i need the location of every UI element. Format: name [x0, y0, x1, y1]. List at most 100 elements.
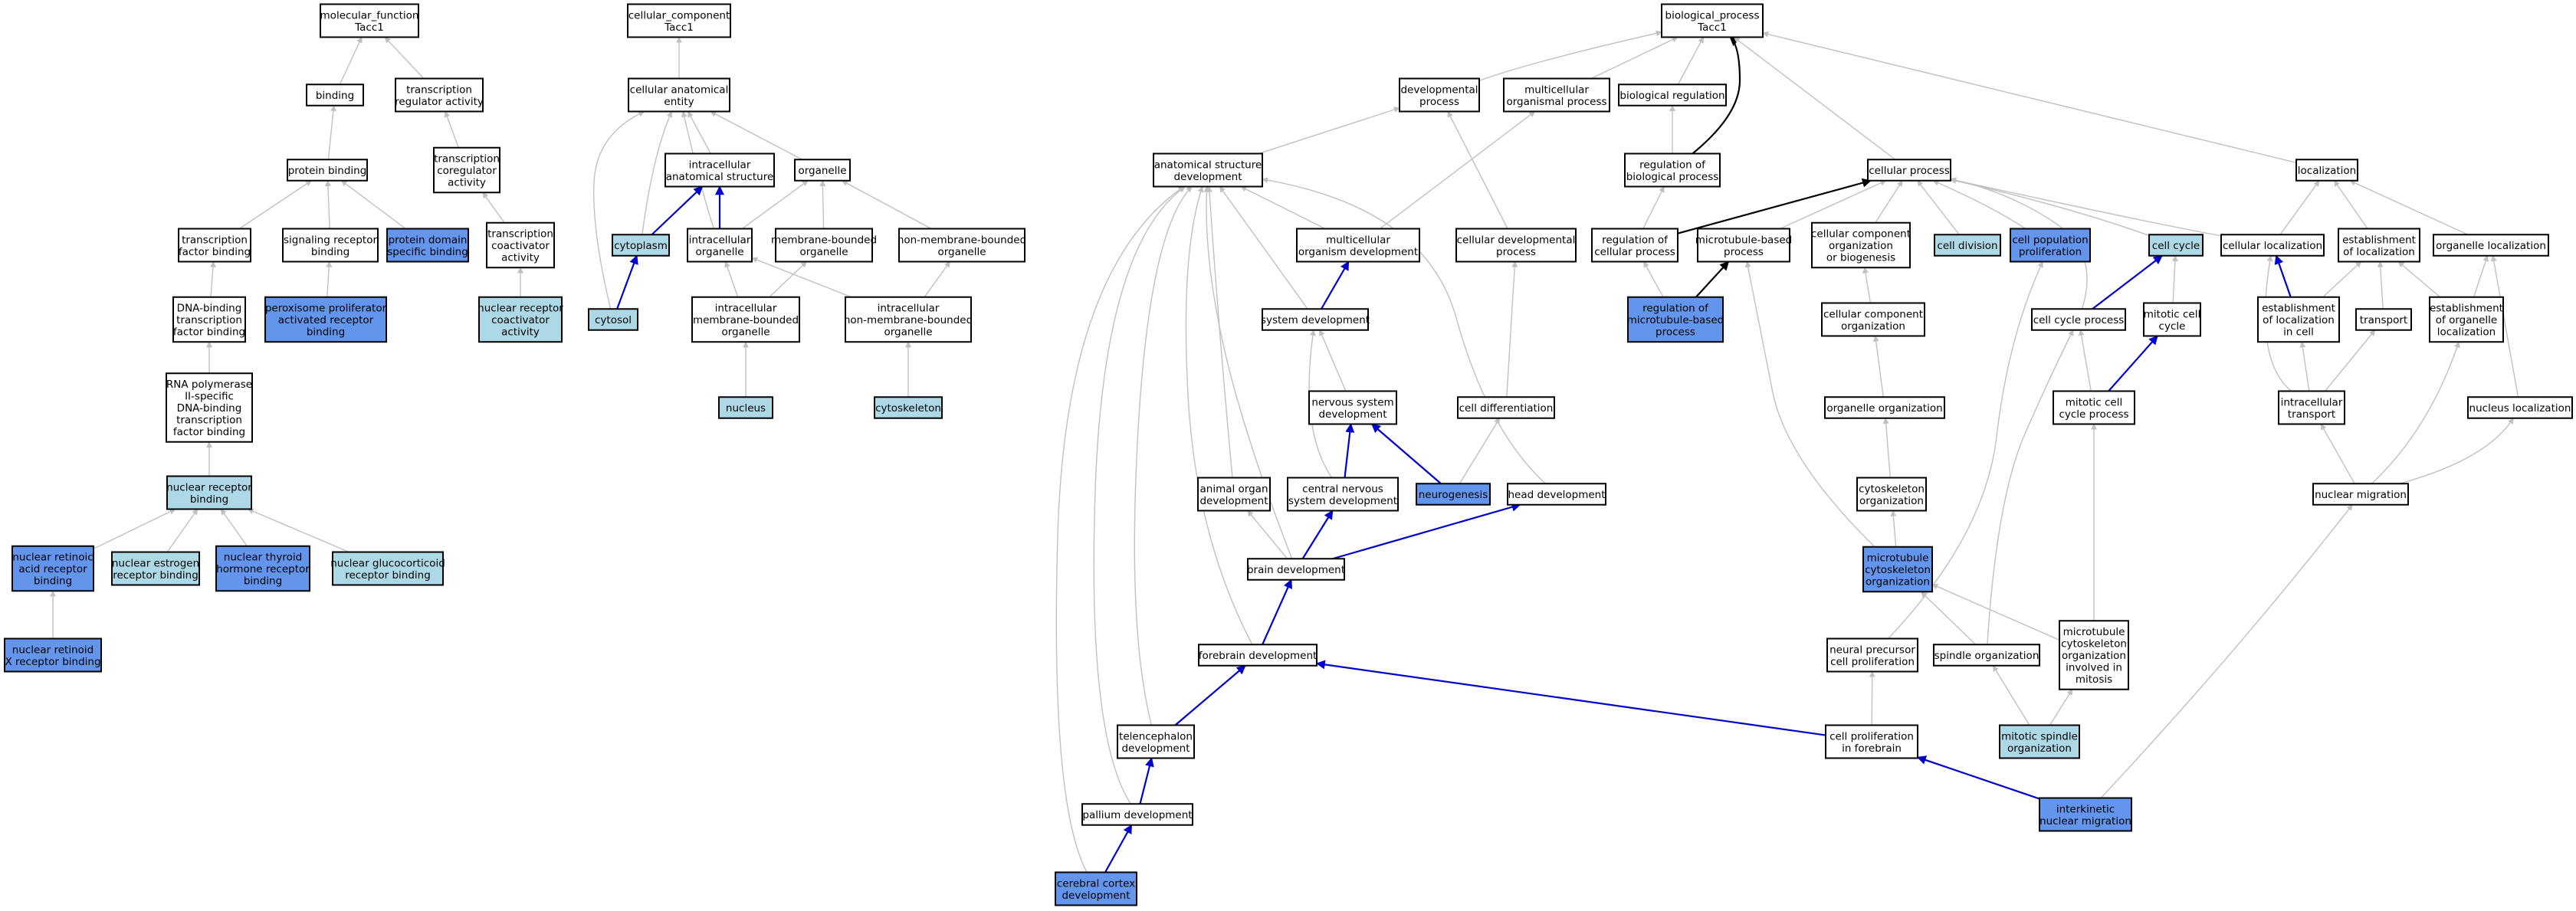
edge-aod-to-asd — [1206, 185, 1233, 478]
edge-orgloc-to-localization — [2349, 180, 2469, 235]
node-label-line: regulation of — [1639, 159, 1706, 171]
node-label-line: development — [1318, 408, 1386, 421]
node-box — [332, 551, 444, 586]
edge-mcc-to-cellcycle — [2171, 254, 2178, 303]
go-term-node-orgloc: organelle localization — [2433, 234, 2549, 257]
node-label-line: mitotic cell — [2066, 396, 2122, 408]
go-term-node-nucloc: nucleus localization — [2467, 396, 2573, 419]
edge-mtco-to-cytoorg — [1890, 510, 1897, 547]
node-box — [1934, 234, 2001, 257]
node-label-line: receptor binding — [345, 569, 431, 582]
node-label-line: peroxisome proliferator — [265, 303, 387, 315]
edge-intorg-to-organelle — [741, 180, 809, 230]
node-box — [691, 296, 800, 343]
edge-estloc-to-localization — [2333, 180, 2368, 229]
node-label-line: cellular process — [1594, 246, 1675, 258]
node-label-line: regulation of — [1642, 303, 1709, 315]
node-label-line: multicellular — [1326, 234, 1390, 246]
node-label-line: transcription — [434, 153, 500, 165]
node-box — [1262, 308, 1369, 331]
node-label-line: in cell — [2283, 326, 2314, 339]
edge-mso-to-mtcoim — [2049, 689, 2073, 726]
go-term-node-cellcycle: cell cycle — [2148, 234, 2204, 257]
node-label-line: microtubule-based — [1627, 314, 1724, 326]
node-box — [2278, 390, 2345, 425]
node-label-line: intracellular — [878, 303, 940, 315]
edge-estorgloc-to-orgloc — [2473, 254, 2489, 297]
node-label-line: cytoskeleton — [2061, 638, 2127, 650]
node-label-line: or biogenesis — [1826, 252, 1895, 264]
node-label-line: non-membrane-bounded — [897, 234, 1026, 246]
node-box — [166, 372, 253, 443]
node-label-line: molecular_function — [320, 9, 419, 21]
node-box — [612, 234, 670, 257]
edge-cytosol-to-cytoplasm — [616, 254, 638, 310]
node-box — [1811, 221, 1911, 269]
node-label-line: coregulator — [437, 165, 497, 177]
node-box — [874, 396, 943, 419]
node-box — [264, 296, 387, 343]
edge-dnatf-to-tfbind — [209, 261, 216, 297]
edge-cytoorg-to-orgorg — [1882, 417, 1891, 478]
node-label-line: nuclear estrogen — [112, 557, 199, 569]
node-box — [215, 545, 310, 592]
edge-transport-to-estloc — [2377, 261, 2384, 310]
node-box — [1081, 803, 1193, 826]
node-box — [1867, 159, 1951, 182]
edge-cytoplasm-to-cae — [642, 110, 673, 235]
node-label-line: organization — [2062, 650, 2126, 662]
edge-ccd-to-palldev — [1104, 824, 1133, 873]
go-term-node-celldiv: cell division — [1934, 234, 2001, 257]
node-box — [478, 296, 563, 343]
node-label-line: II-specific — [185, 391, 234, 403]
node-label-line: DNA-binding — [177, 303, 242, 315]
go-term-node-binding: binding — [306, 84, 364, 107]
node-label-line: nuclear migration — [2315, 489, 2407, 501]
edge-cpfb-to-fbdev — [1315, 660, 1826, 736]
node-label-line: spindle organization — [1934, 650, 2039, 662]
node-label-line: cycle — [2159, 320, 2186, 333]
go-term-node-orgorg: organelle organization — [1824, 396, 1945, 419]
node-box — [2433, 234, 2549, 257]
edge-mod-to-multiorg — [1379, 110, 1536, 230]
node-box — [2010, 228, 2091, 263]
node-label-line: pallium development — [1082, 809, 1192, 821]
edge-ccp-to-cellcycle — [2092, 254, 2163, 310]
node-label-line: transcription — [176, 415, 242, 427]
node-box — [1933, 644, 2040, 667]
node-label-line: establishment — [2430, 303, 2503, 315]
edge-imbo-to-mbo — [769, 261, 807, 298]
node-label-line: brain development — [1247, 564, 1345, 576]
node-label-line: organism development — [1298, 246, 1418, 258]
edge-fbdev-to-asd — [1185, 185, 1253, 645]
node-box — [1247, 558, 1345, 581]
node-label-line: cellular component — [1823, 308, 1923, 320]
node-label-line: nuclear receptor — [166, 481, 252, 493]
node-box — [1824, 396, 1945, 419]
edge-mso-to-spindleorg — [1992, 665, 2030, 726]
node-label-line: organization — [1859, 495, 1924, 507]
edge-palldev-to-asd — [1093, 185, 1186, 804]
node-label-line: cytoskeleton — [1865, 564, 1931, 576]
edge-tfbind-to-protbind — [238, 180, 313, 230]
edge-fbdev-to-braindev — [1262, 578, 1292, 645]
node-label-line: telencephalon — [1119, 730, 1193, 742]
node-label-line: transcription — [182, 234, 248, 246]
node-box — [794, 159, 851, 182]
edge-estorgloc-to-estloc — [2397, 261, 2441, 298]
node-label-line: cellular localization — [2223, 240, 2322, 252]
node-box — [1287, 477, 1399, 512]
